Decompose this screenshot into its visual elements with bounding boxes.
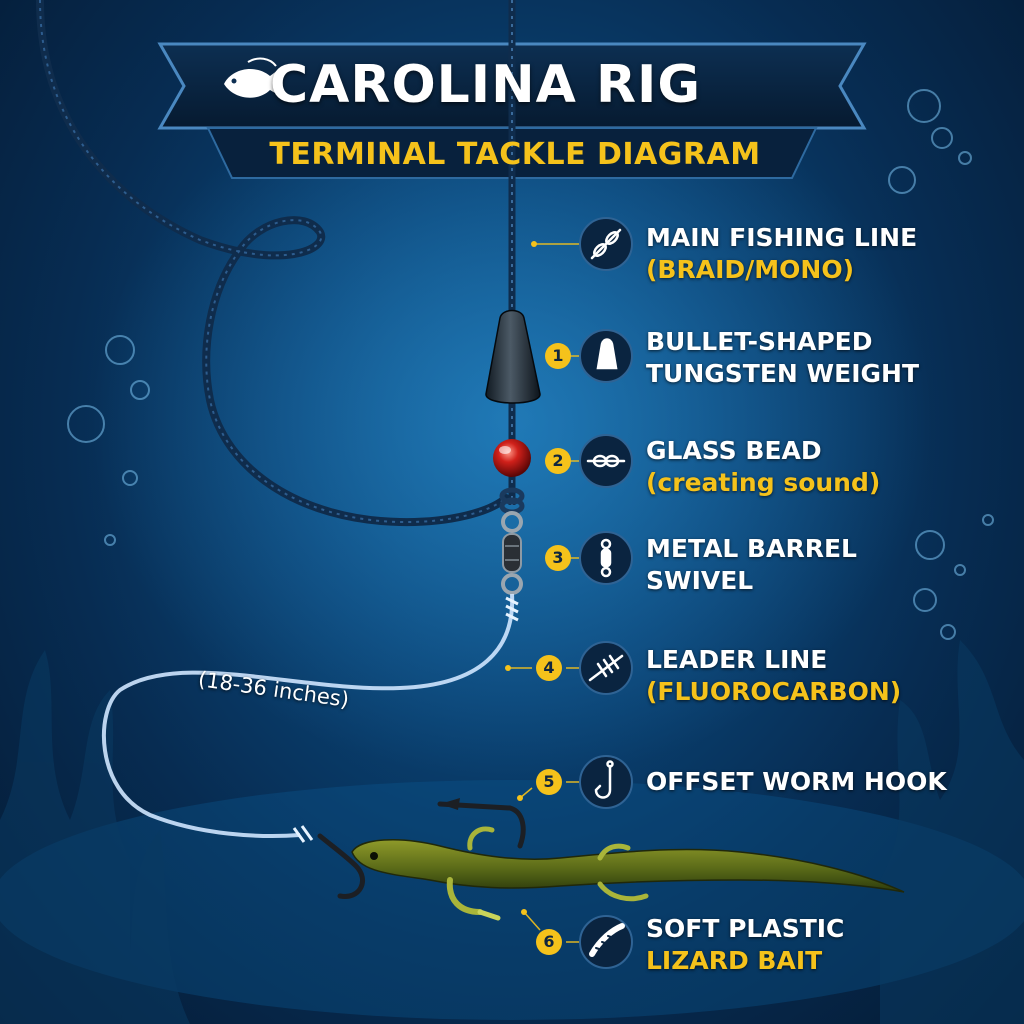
badge-leader: 4 [536,655,562,681]
label-main-line: MAIN FISHING LINE (BRAID/MONO) [646,222,1016,286]
hook-icon [594,760,614,799]
glass-bead [493,439,531,477]
badge-bead: 2 [545,448,571,474]
main-line-coil [36,0,510,527]
page-title: CAROLINA RIG [270,55,702,115]
label-swivel-title: METAL BARREL [646,534,857,563]
label-leader-title: LEADER LINE [646,645,828,674]
seaweed-left [0,650,190,1024]
label-bead-title: GLASS BEAD [646,436,822,465]
lizard-bait-icon [589,923,625,957]
badge-hook: 5 [536,769,562,795]
label-bead-detail: (creating sound) [646,468,881,497]
label-swivel-detail: SWIVEL [646,566,754,595]
leader-knot [292,596,519,843]
leader-line [101,593,515,838]
label-weight: BULLET-SHAPED TUNGSTEN WEIGHT [646,326,1016,390]
bullet-weight-icon [596,338,618,370]
swivel-icon [600,538,612,578]
seabed-glow [0,780,1024,1020]
label-bead: GLASS BEAD (creating sound) [646,435,1016,499]
offset-worm-hook [317,801,526,899]
label-lizard-detail: LIZARD BAIT [646,946,823,975]
label-main-line-title: MAIN FISHING LINE [646,223,918,252]
bullet-weight [485,309,541,404]
leader-knot-icon [588,654,624,682]
label-main-line-detail: (BRAID/MONO) [646,255,854,284]
label-leader-detail: (FLUOROCARBON) [646,677,902,706]
badge-swivel: 3 [545,545,571,571]
line-knot-icon [590,228,622,260]
seaweed-right [880,640,1024,1024]
label-hook-title: OFFSET WORM HOOK [646,767,947,796]
label-weight-title: BULLET-SHAPED [646,327,873,356]
label-lizard: SOFT PLASTIC LIZARD BAIT [646,913,1016,977]
bead-knot-icon [586,454,626,468]
bubbles [67,89,994,640]
lizard-bait [351,826,905,921]
label-lizard-title: SOFT PLASTIC [646,914,845,943]
label-swivel: METAL BARREL SWIVEL [646,533,1016,597]
bass-fish-logo-icon [224,57,280,98]
label-hook: OFFSET WORM HOOK [646,766,1016,798]
pointer-dots [505,241,537,915]
label-weight-detail: TUNGSTEN WEIGHT [646,359,920,388]
label-leader: LEADER LINE (FLUOROCARBON) [646,644,1016,708]
barrel-swivel [501,511,523,595]
badge-lizard: 6 [536,929,562,955]
page-subtitle: TERMINAL TACKLE DIAGRAM [269,137,761,172]
badge-weight: 1 [545,343,571,369]
